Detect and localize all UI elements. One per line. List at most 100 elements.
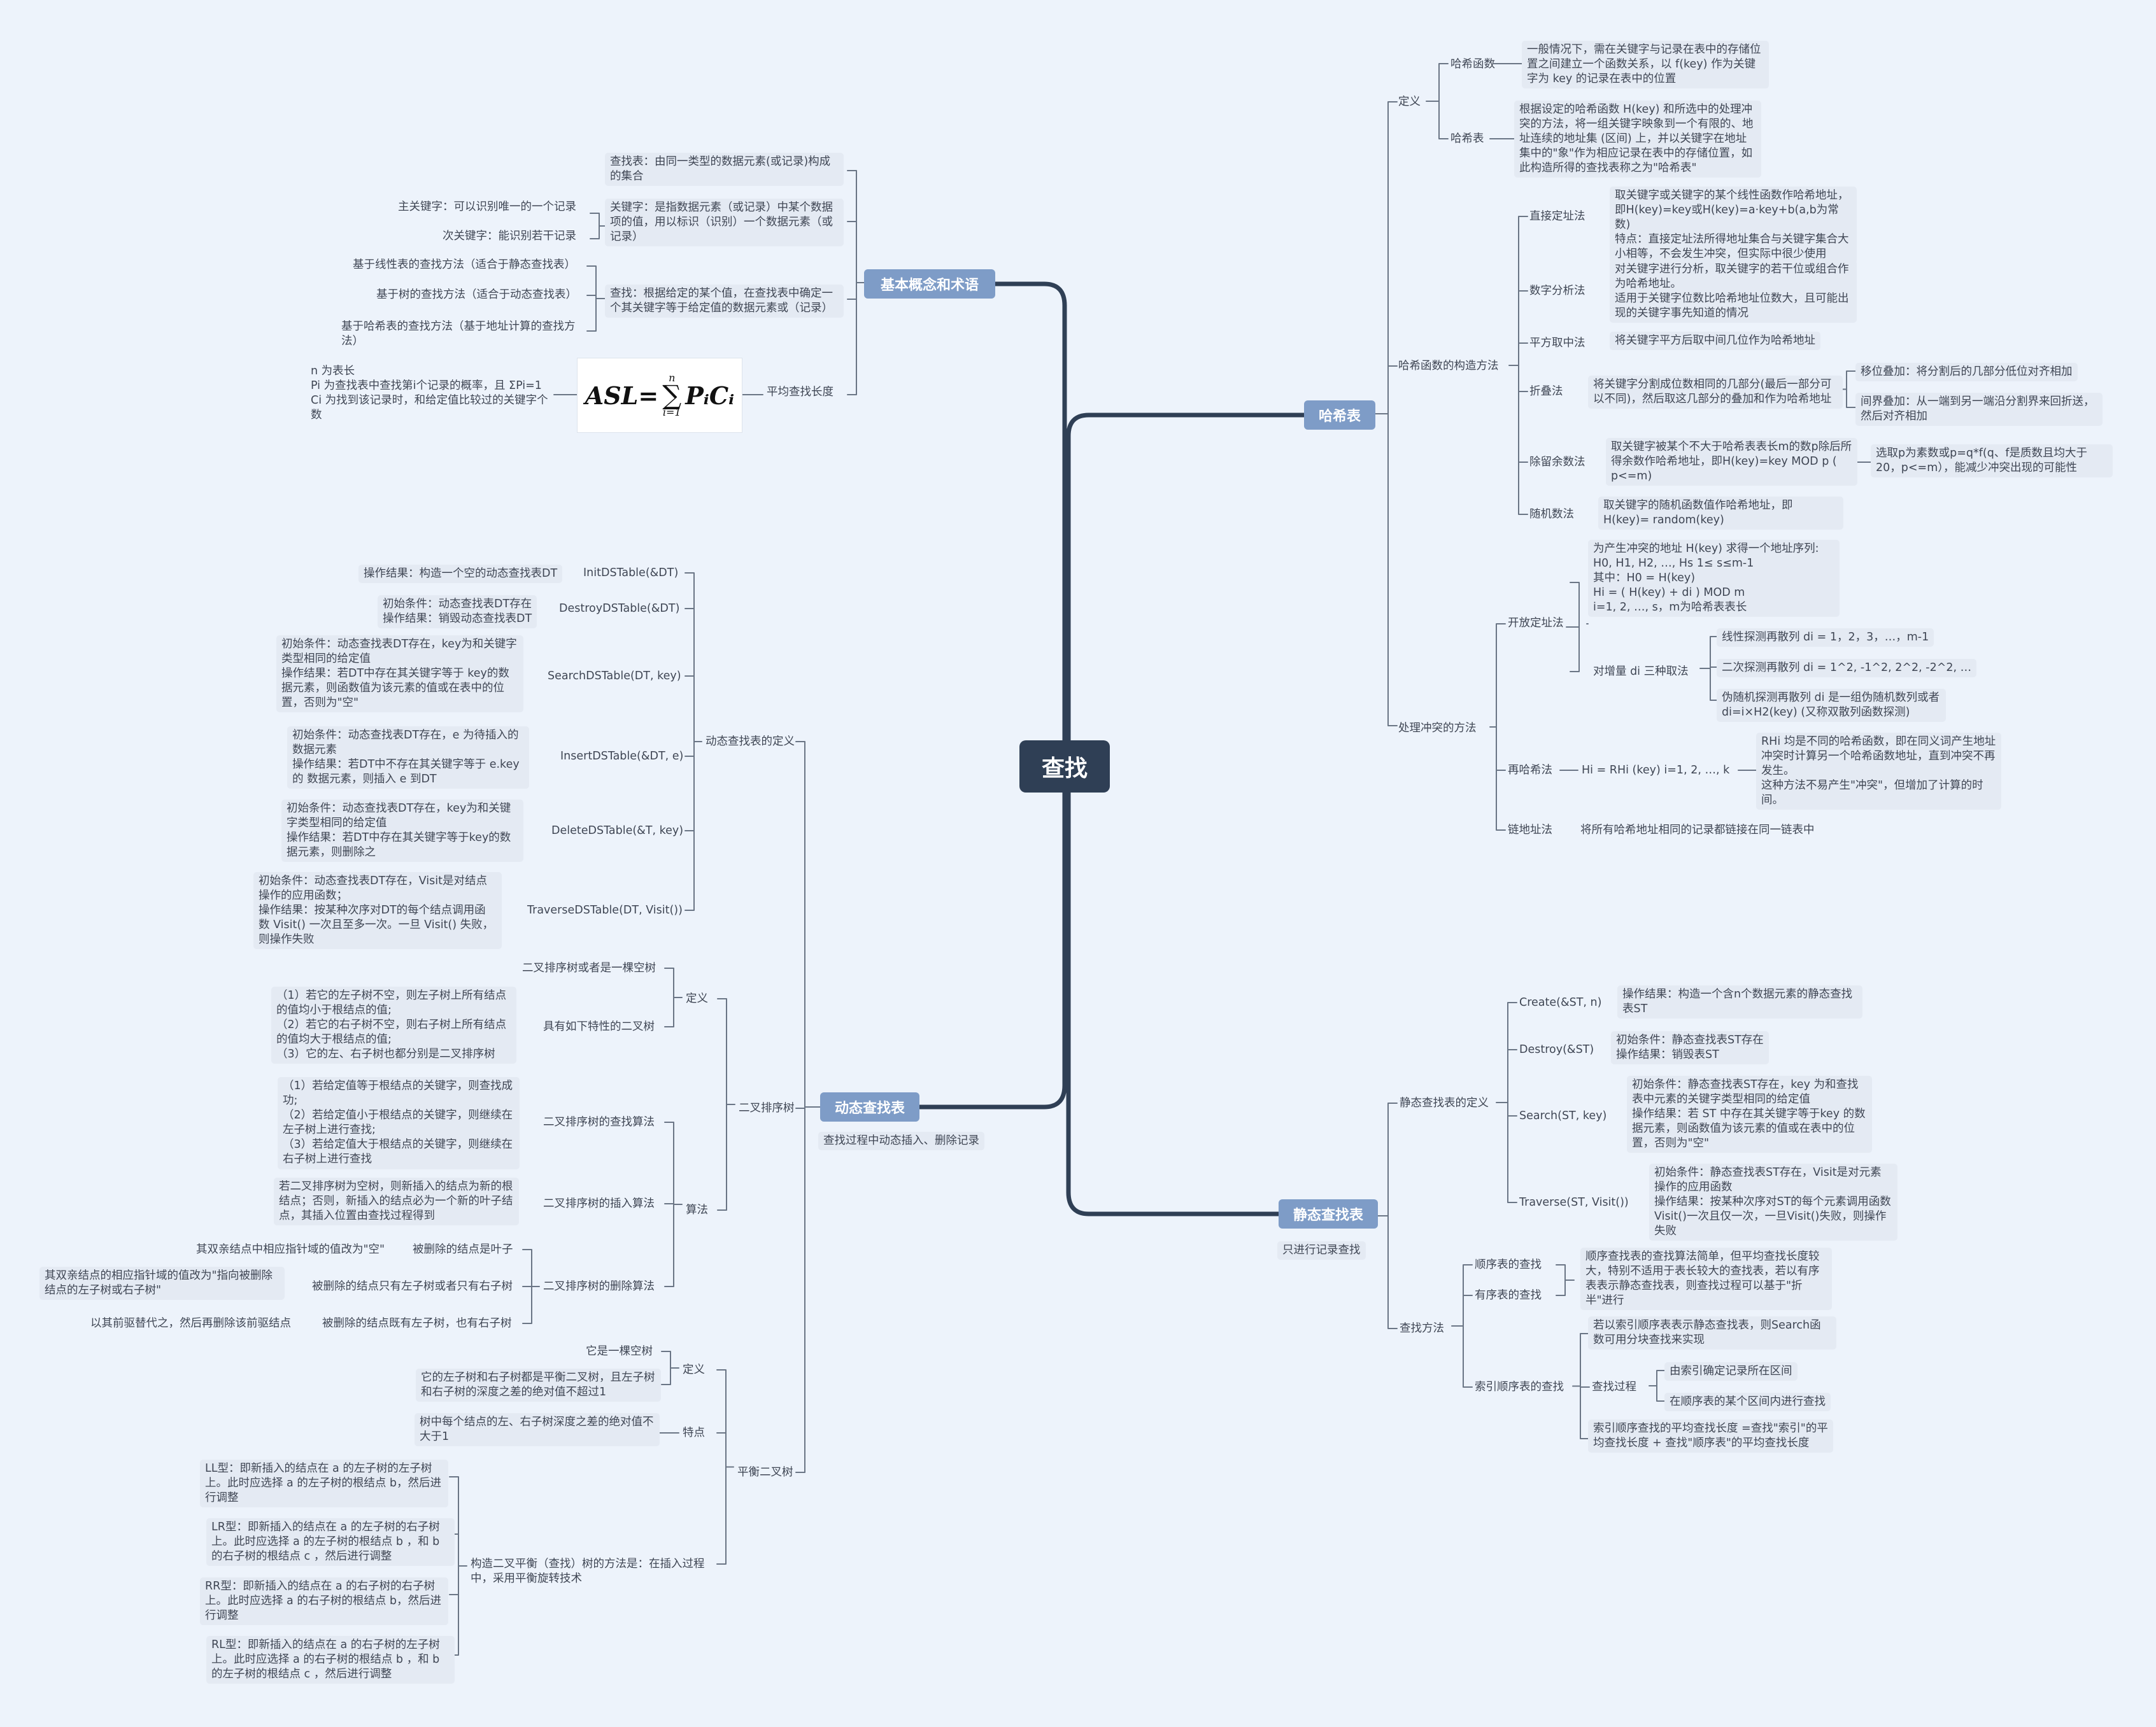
node-d-trav-d[interactable]: 初始条件：动态查找表DT存在，Visit是对结点操作的应用函数； 操作结果：按某… (253, 872, 502, 950)
node-jb-linear[interactable]: 基于线性表的查找方法（适合于静态查找表） (353, 258, 576, 271)
node-d-bst-ins-d[interactable]: 若二叉排序树为空树，则新插入的结点为新的根结点；否则，新插入的结点必为一个新的叶… (274, 1178, 519, 1226)
topic-dynamic-search-table[interactable]: 动态查找表 (820, 1092, 919, 1122)
node-jb-asl-note[interactable]: n 为表长 Pi 为查找表中查找第i个记录的概率，且 ΣPi=1 Ci 为找到该… (311, 365, 548, 422)
node-s-seq-d[interactable]: 顺序查找表的查找算法简单，但平均查找长度较大，特别不适用于表长较大的查找表，若以… (1580, 1248, 1832, 1311)
node-d-bst-def1[interactable]: 二叉排序树或者是一棵空树 (522, 962, 656, 975)
node-d-trav[interactable]: TraverseDSTable(DT, Visit()) (527, 904, 683, 917)
node-h-rehash-d[interactable]: RHi 均是不同的哈希函数，即在同义词产生地址冲突时计算另一个哈希函数地址，直到… (1756, 733, 2001, 810)
node-h-div[interactable]: 除留余数法 (1529, 456, 1585, 469)
node-d-delete[interactable]: DeleteDSTable(&T, key) (551, 824, 684, 837)
node-h-rand[interactable]: 随机数法 (1529, 508, 1574, 521)
node-d-bst-alg[interactable]: 算法 (686, 1204, 708, 1216)
node-d-init[interactable]: InitDSTable(&DT) (583, 567, 679, 579)
node-d-bst-def[interactable]: 定义 (686, 992, 708, 1005)
node-d-avl[interactable]: 平衡二叉树 (737, 1466, 793, 1479)
node-d-insert-d[interactable]: 初始条件：动态查找表DT存在，e 为待插入的数据元素 操作结果：若DT中不存在其… (287, 726, 529, 789)
node-s-trav-d[interactable]: 初始条件：静态查找表ST存在，Visit是对元素操作的应用函数 操作结果：按某种… (1649, 1164, 1897, 1241)
node-d-bst-ins[interactable]: 二叉排序树的插入算法 (543, 1197, 655, 1210)
node-h-rehash-f[interactable]: Hi = RHi (key) i=1, 2, …, k (1582, 764, 1730, 777)
node-s-seq[interactable]: 顺序表的查找 (1475, 1258, 1542, 1271)
node-d-avl-def1[interactable]: 它是一棵空树 (586, 1345, 653, 1358)
node-h-conf[interactable]: 处理冲突的方法 (1398, 722, 1477, 735)
node-h-fold[interactable]: 折叠法 (1529, 385, 1563, 398)
node-d-bst-find-d[interactable]: （1）若给定值等于根结点的关键字，则查找成功; （2）若给定值小于根结点的关键字… (278, 1077, 520, 1169)
node-h-di2[interactable]: 二次探测再散列 di = 1^2, -1^2, 2^2, -2^2, … (1717, 659, 1977, 678)
node-s-search-d[interactable]: 初始条件：静态查找表ST存在，key 为和查找表中元素的关键字类型相同的给定值 … (1627, 1076, 1872, 1153)
node-s-idx[interactable]: 索引顺序表的查找 (1475, 1381, 1564, 1393)
node-h-open-d[interactable]: 为产生冲突的地址 H(key) 求得一个地址序列: H0, H1, H2, …,… (1588, 540, 1840, 617)
node-jb-asl[interactable]: 平均查找长度 (767, 386, 833, 398)
node-s-destroy-d[interactable]: 初始条件：静态查找表ST存在 操作结果：销毁表ST (1611, 1031, 1769, 1065)
node-h-def[interactable]: 定义 (1398, 95, 1421, 108)
node-d-bst-def2[interactable]: 具有如下特性的二叉树 (543, 1020, 655, 1033)
node-d-avl-feat-d[interactable]: 树中每个结点的左、右子树深度之差的绝对值不大于1 (415, 1413, 660, 1447)
node-s-idx-p1[interactable]: 由索引确定记录所在区间 (1664, 1362, 1798, 1381)
node-d-insert[interactable]: InsertDSTable(&DT, e) (560, 750, 684, 763)
node-d-delete-d[interactable]: 初始条件：动态查找表DT存在，key为和关键字类型相同的给定值 操作结果：若DT… (281, 800, 523, 863)
topic-hash-table[interactable]: 哈希表 (1304, 400, 1375, 430)
node-h-fold2[interactable]: 间界叠加：从一端到另一端沿分割界来回折送，然后对齐相加 (1855, 393, 2103, 426)
node-jb-search[interactable]: 查找：根据给定的某个值，在查找表中确定一个其关键字等于给定值的数据元素或（记录） (605, 285, 844, 318)
node-s-method[interactable]: 查找方法 (1400, 1322, 1444, 1335)
node-h-open[interactable]: 开放定址法 (1508, 617, 1564, 630)
node-d-avl-rl[interactable]: RL型：即新插入的结点在 a 的右子树的左子树上。此时应选择 a 的右子树的根结… (206, 1636, 455, 1684)
root-node[interactable]: 查找 (1019, 740, 1110, 793)
node-d-avl-feat[interactable]: 特点 (683, 1427, 705, 1439)
node-d-bst-del2-d[interactable]: 其双亲结点的相应指针域的值改为"指向被删除结点的左子树或右子树" (39, 1267, 285, 1301)
node-h-chain[interactable]: 链地址法 (1508, 824, 1552, 836)
node-h-direct[interactable]: 直接定址法 (1529, 210, 1585, 223)
node-s-create[interactable]: Create(&ST, n) (1519, 996, 1602, 1009)
node-h-rand-d[interactable]: 取关键字的随机函数值作哈希地址，即H(key)= random(key) (1598, 497, 1843, 530)
node-h-func-d[interactable]: 一般情况下，需在关键字与记录在表中的存储位置之间建立一个函数关系，以 f(key… (1522, 41, 1769, 89)
node-h-di[interactable]: 对增量 di 三种取法 (1593, 665, 1689, 678)
node-d-bst-del3-d[interactable]: 以其前驱替代之，然后再删除该前驱结点 (90, 1317, 291, 1330)
node-d-bst-del1-d[interactable]: 其双亲结点中相应指针域的值改为"空" (196, 1243, 385, 1256)
node-s-trav[interactable]: Traverse(ST, Visit()) (1519, 1196, 1629, 1209)
node-d-avl-ll[interactable]: LL型：即新插入的结点在 a 的左子树的左子树上。此时应选择 a 的左子树的根结… (200, 1460, 448, 1508)
node-d-bst-find[interactable]: 二叉排序树的查找算法 (543, 1116, 655, 1129)
node-h-rehash[interactable]: 再哈希法 (1508, 764, 1552, 777)
node-jb-hashm[interactable]: 基于哈希表的查找方法（基于地址计算的查找方法） (341, 320, 576, 348)
node-d-avl-rr[interactable]: RR型：即新插入的结点在 a 的右子树的右子树上。此时应选择 a 的右子树的根结… (200, 1577, 448, 1626)
node-d-avl-def2[interactable]: 它的左子树和右子树都是平衡二叉树，且左子树和右子树的深度之差的绝对值不超过1 (416, 1369, 661, 1402)
node-s-idx1[interactable]: 若以索引顺序表表示静态查找表，则Search函数可用分块查找来实现 (1588, 1316, 1836, 1350)
node-s-create-d[interactable]: 操作结果：构造一个含n个数据元素的静态查找表ST (1617, 985, 1862, 1019)
node-d-bst-del2[interactable]: 被删除的结点只有左子树或者只有右子树 (312, 1280, 513, 1293)
node-d-bst-del3[interactable]: 被删除的结点既有左子树，也有右子树 (322, 1317, 512, 1330)
node-d-avl-lr[interactable]: LR型：即新插入的结点在 a 的左子树的右子树上。此时应选择 a 的左子树的根结… (206, 1518, 455, 1567)
node-d-bst-del1[interactable]: 被删除的结点是叶子 (413, 1243, 513, 1256)
topic-basic-concepts[interactable]: 基本概念和术语 (864, 269, 995, 299)
node-jb-skey[interactable]: 次关键字：能识别若干记录 (443, 230, 576, 243)
node-h-sq[interactable]: 平方取中法 (1529, 337, 1585, 349)
node-s-ord[interactable]: 有序表的查找 (1475, 1289, 1542, 1302)
node-h-tab[interactable]: 哈希表 (1450, 132, 1484, 145)
node-h-cons[interactable]: 哈希函数的构造方法 (1398, 360, 1499, 372)
node-h-div-d[interactable]: 取关键字被某个不大于哈希表表长m的数p除后所得余数作哈希地址，即H(key)=k… (1606, 438, 1857, 486)
node-s-destroy[interactable]: Destroy(&ST) (1519, 1043, 1594, 1056)
topic-static-search-table[interactable]: 静态查找表 (1279, 1199, 1378, 1229)
node-d-bst-del[interactable]: 二叉排序树的删除算法 (543, 1280, 655, 1293)
node-d-avl-build[interactable]: 构造二叉平衡（查找）树的方法是：在插入过程中，采用平衡旋转技术 (471, 1558, 705, 1586)
node-s-idx3[interactable]: 索引顺序查找的平均查找长度 =查找"索引"的平均查找长度 + 查找"顺序表"的平… (1588, 1420, 1833, 1453)
node-d-search-d[interactable]: 初始条件：动态查找表DT存在，key为和关键字类型相同的给定值 操作结果：若DT… (276, 635, 523, 713)
node-d-def[interactable]: 动态查找表的定义 (706, 735, 795, 748)
node-d-search[interactable]: SearchDSTable(DT, key) (548, 670, 681, 682)
node-h-digit-d[interactable]: 对关键字进行分析，取关键字的若干位或组合作为哈希地址。 适用于关键字位数比哈希地… (1610, 260, 1857, 323)
node-h-direct-d[interactable]: 取关键字或关键字的某个线性函数作哈希地址，即H(key)=key或H(key)=… (1610, 187, 1857, 264)
node-h-di3[interactable]: 伪随机探测再散列 di 是一组伪随机数列或者di=i×H2(key) (又称双散… (1717, 689, 1946, 723)
node-d-bst-def2-d[interactable]: （1）若它的左子树不空，则左子树上所有结点的值均小于根结点的值; （2）若它的右… (271, 987, 516, 1064)
node-s-search[interactable]: Search(ST, key) (1519, 1110, 1607, 1122)
node-s-def[interactable]: 静态查找表的定义 (1400, 1097, 1489, 1110)
node-h-tab-d[interactable]: 根据设定的哈希函数 H(key) 和所选中的处理冲突的方法，将一组关键字映象到一… (1514, 101, 1761, 178)
node-jb-key[interactable]: 关键字：是指数据元素（或记录）中某个数据项的值，用以标识（识别）一个数据元素（或… (605, 199, 844, 247)
node-d-avl-def[interactable]: 定义 (683, 1364, 705, 1376)
node-d-init-d[interactable]: 操作结果：构造一个空的动态查找表DT (358, 565, 563, 584)
node-h-fold-d[interactable]: 将关键字分割成位数相同的几部分(最后一部分可以不同)，然后取这几部分的叠加和作为… (1588, 376, 1843, 409)
node-d-bst[interactable]: 二叉排序树 (739, 1102, 795, 1115)
node-d-destroy[interactable]: DestroyDSTable(&DT) (559, 602, 680, 615)
node-jb-table[interactable]: 查找表：由同一类型的数据元素(或记录)构成的集合 (605, 153, 844, 187)
node-h-fold1[interactable]: 移位叠加：将分割后的几部分低位对齐相加 (1855, 363, 2078, 382)
node-jb-tree[interactable]: 基于树的查找方法（适合于动态查找表） (376, 288, 577, 301)
node-h-div-n[interactable]: 选取p为素数或p=q*f(q、f是质数且均大于20，p<=m），能减少冲突出现的… (1871, 444, 2113, 478)
node-jb-pkey[interactable]: 主关键字：可以识别唯一的一个记录 (398, 201, 576, 213)
